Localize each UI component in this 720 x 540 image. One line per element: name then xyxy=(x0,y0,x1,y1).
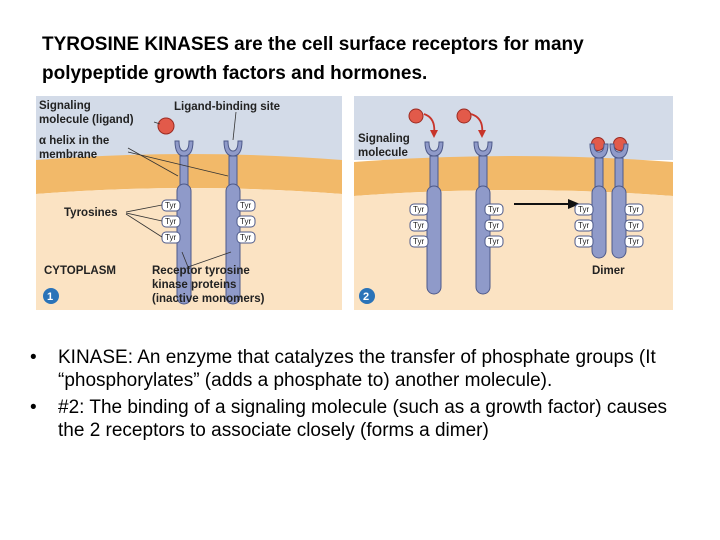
tyr-tag xyxy=(484,203,504,216)
tyr-label: Tyr xyxy=(578,205,589,214)
bullet-marker: • xyxy=(30,397,37,418)
panel-2-illustration: Tyr Tyr Tyr Tyr Tyr Tyr Tyr Tyr Tyr Tyr … xyxy=(354,96,673,310)
tyr-tag xyxy=(236,231,256,244)
bullet-item-dimer: • #2: The binding of a signaling molecul… xyxy=(30,396,690,442)
ligand-molecule xyxy=(157,117,175,135)
tyr-tag xyxy=(161,215,181,228)
label-inactive-monomers: (inactive monomers) xyxy=(152,293,265,305)
label-alpha-helix-line2: membrane xyxy=(39,149,97,161)
step-badge-1 xyxy=(43,288,59,304)
receptor-dimer xyxy=(589,137,629,259)
tyr-tag xyxy=(409,203,429,216)
tyr-label: Tyr xyxy=(628,237,639,246)
label-signaling-molecule: Signaling xyxy=(358,133,410,145)
label-tyrosines: Tyrosines xyxy=(64,207,117,219)
bullet-list: • KINASE: An enzyme that catalyzes the t… xyxy=(30,346,690,446)
tyr-label: Tyr xyxy=(165,201,176,210)
tyr-label: Tyr xyxy=(578,221,589,230)
tyr-label: Tyr xyxy=(488,237,499,246)
label-pointer-lines xyxy=(125,111,237,268)
bullet-text: #2: The binding of a signaling molecule … xyxy=(58,397,668,441)
label-dimer: Dimer xyxy=(592,265,625,277)
step-number-1: 1 xyxy=(47,291,53,303)
tyr-tag xyxy=(236,215,256,228)
label-kinase-proteins: kinase proteins xyxy=(152,279,236,291)
step-badge-2 xyxy=(359,288,375,304)
tyr-tag xyxy=(161,199,181,212)
arrow-head xyxy=(478,130,486,138)
tyr-tag xyxy=(409,219,429,232)
dimerization-arrow-head xyxy=(568,199,580,209)
tyr-label: Tyr xyxy=(240,201,251,210)
label-cytoplasm: CYTOPLASM xyxy=(44,265,116,277)
tyr-tag xyxy=(624,219,644,232)
tyr-tag xyxy=(161,231,181,244)
label-signaling-molecule-line2: molecule (ligand) xyxy=(39,114,134,126)
tyr-label: Tyr xyxy=(165,217,176,226)
panel-1-illustration: Tyr Tyr Tyr Tyr Tyr Tyr Signaling xyxy=(36,96,342,310)
tyr-tag xyxy=(484,235,504,248)
tyr-tag xyxy=(574,203,594,216)
tyr-label: Tyr xyxy=(628,205,639,214)
ligand-molecule xyxy=(408,108,424,124)
tyr-label: Tyr xyxy=(165,233,176,242)
diagram-panel-1: Tyr Tyr Tyr Tyr Tyr Tyr Signaling xyxy=(36,96,342,310)
tyr-tag xyxy=(624,203,644,216)
tyr-label: Tyr xyxy=(488,205,499,214)
tyr-label: Tyr xyxy=(578,237,589,246)
label-signaling-molecule-line2: molecule xyxy=(358,147,408,159)
label-receptor-tyrosine: Receptor tyrosine xyxy=(152,265,250,277)
receptor-monomer-right xyxy=(223,140,243,305)
arrow-head xyxy=(430,130,438,138)
label-signaling-molecule: Signaling xyxy=(39,100,91,112)
tyr-label: Tyr xyxy=(413,205,424,214)
tyr-label: Tyr xyxy=(628,221,639,230)
tyr-tag xyxy=(236,199,256,212)
slide-title: TYROSINE KINASES are the cell surface re… xyxy=(42,34,584,84)
bullet-item-kinase: • KINASE: An enzyme that catalyzes the t… xyxy=(30,346,690,392)
tyr-tag xyxy=(574,235,594,248)
tyr-tag xyxy=(409,235,429,248)
tyr-label: Tyr xyxy=(240,217,251,226)
step-number-2: 2 xyxy=(363,291,369,303)
tyr-label: Tyr xyxy=(240,233,251,242)
label-alpha-helix: α helix in the xyxy=(39,135,109,147)
label-ligand-binding-site: Ligand-binding site xyxy=(174,101,280,113)
receptor-monomer-left xyxy=(174,140,194,305)
ligand-molecule xyxy=(456,108,472,124)
tyr-tag xyxy=(574,219,594,232)
tyr-tag xyxy=(484,219,504,232)
plasma-membrane xyxy=(36,154,342,194)
tyr-label: Tyr xyxy=(413,221,424,230)
diagram-panel-2: Tyr Tyr Tyr Tyr Tyr Tyr Tyr Tyr Tyr Tyr … xyxy=(354,96,673,310)
bullet-marker: • xyxy=(30,347,37,368)
tyr-label: Tyr xyxy=(488,221,499,230)
bullet-text: KINASE: An enzyme that catalyzes the tra… xyxy=(58,347,656,391)
tyr-label: Tyr xyxy=(413,237,424,246)
tyr-tag xyxy=(624,235,644,248)
